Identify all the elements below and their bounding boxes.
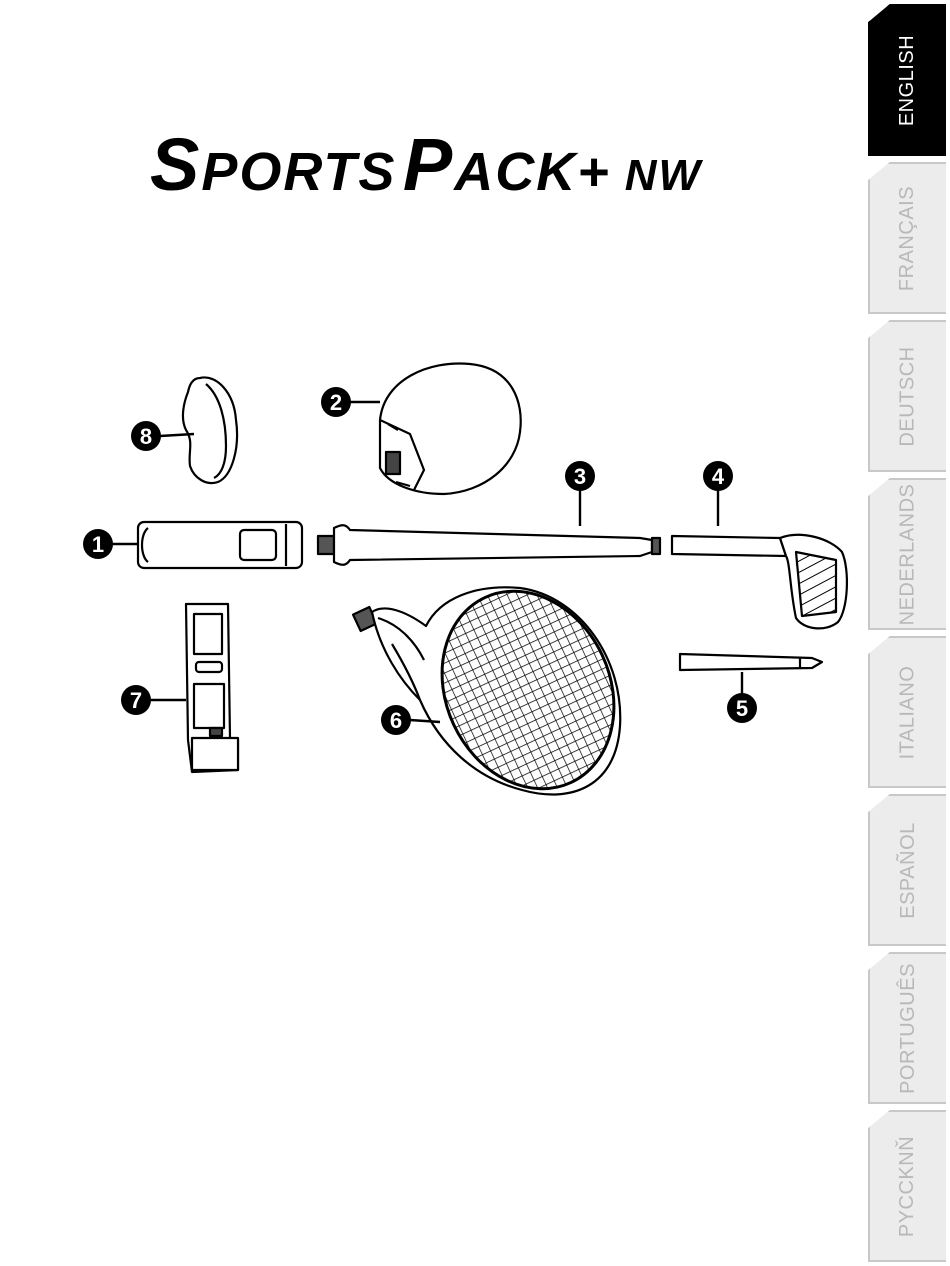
callout-4-label: 4: [712, 464, 725, 489]
tennis-racket: [353, 563, 645, 817]
callout-8: 8: [131, 421, 161, 451]
tab-nederlands[interactable]: NEDERLANDS: [868, 478, 946, 630]
cue-stick: [680, 654, 822, 670]
tab-portugues[interactable]: PORTUGUÊS: [868, 952, 946, 1104]
remote-holder: [138, 522, 302, 568]
golf-club: [672, 535, 847, 629]
tab-espanol-label: ESPAÑOL: [897, 822, 920, 919]
callout-3-label: 3: [574, 464, 586, 489]
language-tabs: ENGLISH FRANÇAIS DEUTSCH NEDERLANDS ITAL…: [868, 0, 950, 1266]
tab-italiano-label: ITALIANO: [897, 665, 920, 759]
callout-5-label: 5: [736, 696, 748, 721]
tab-francais[interactable]: FRANÇAIS: [868, 162, 946, 314]
nunchuk-grip-cover: [183, 377, 237, 483]
ping-pong-paddle: [380, 363, 521, 494]
tab-russian-label: PYCCKNŇ: [897, 1135, 920, 1236]
callout-2-label: 2: [330, 390, 342, 415]
callout-1-label: 1: [92, 532, 104, 557]
callout-1: 1: [83, 529, 113, 559]
tab-deutsch-label: DEUTSCH: [897, 346, 920, 446]
callout-2: 2: [321, 387, 351, 417]
callout-3: 3: [565, 461, 595, 491]
tab-english-label: ENGLISH: [897, 34, 920, 125]
tab-deutsch[interactable]: DEUTSCH: [868, 320, 946, 472]
callout-7: 7: [121, 685, 151, 715]
bat-handle: [318, 525, 660, 565]
tab-espanol[interactable]: ESPAÑOL: [868, 794, 946, 946]
accessories-diagram: 1 2 3 4 5 6 7 8: [0, 0, 860, 900]
tab-english[interactable]: ENGLISH: [868, 4, 946, 156]
tab-francais-label: FRANÇAIS: [897, 185, 920, 290]
callout-8-label: 8: [140, 424, 152, 449]
steering-handle: [186, 604, 238, 772]
callout-6: 6: [381, 705, 411, 735]
callout-4: 4: [703, 461, 733, 491]
tab-portugues-label: PORTUGUÊS: [897, 963, 920, 1094]
callout-7-label: 7: [130, 688, 142, 713]
callout-5: 5: [727, 693, 757, 723]
tab-nederlands-label: NEDERLANDS: [897, 483, 920, 625]
callout-6-label: 6: [390, 708, 402, 733]
tab-italiano[interactable]: ITALIANO: [868, 636, 946, 788]
tab-russian[interactable]: PYCCKNŇ: [868, 1110, 946, 1262]
